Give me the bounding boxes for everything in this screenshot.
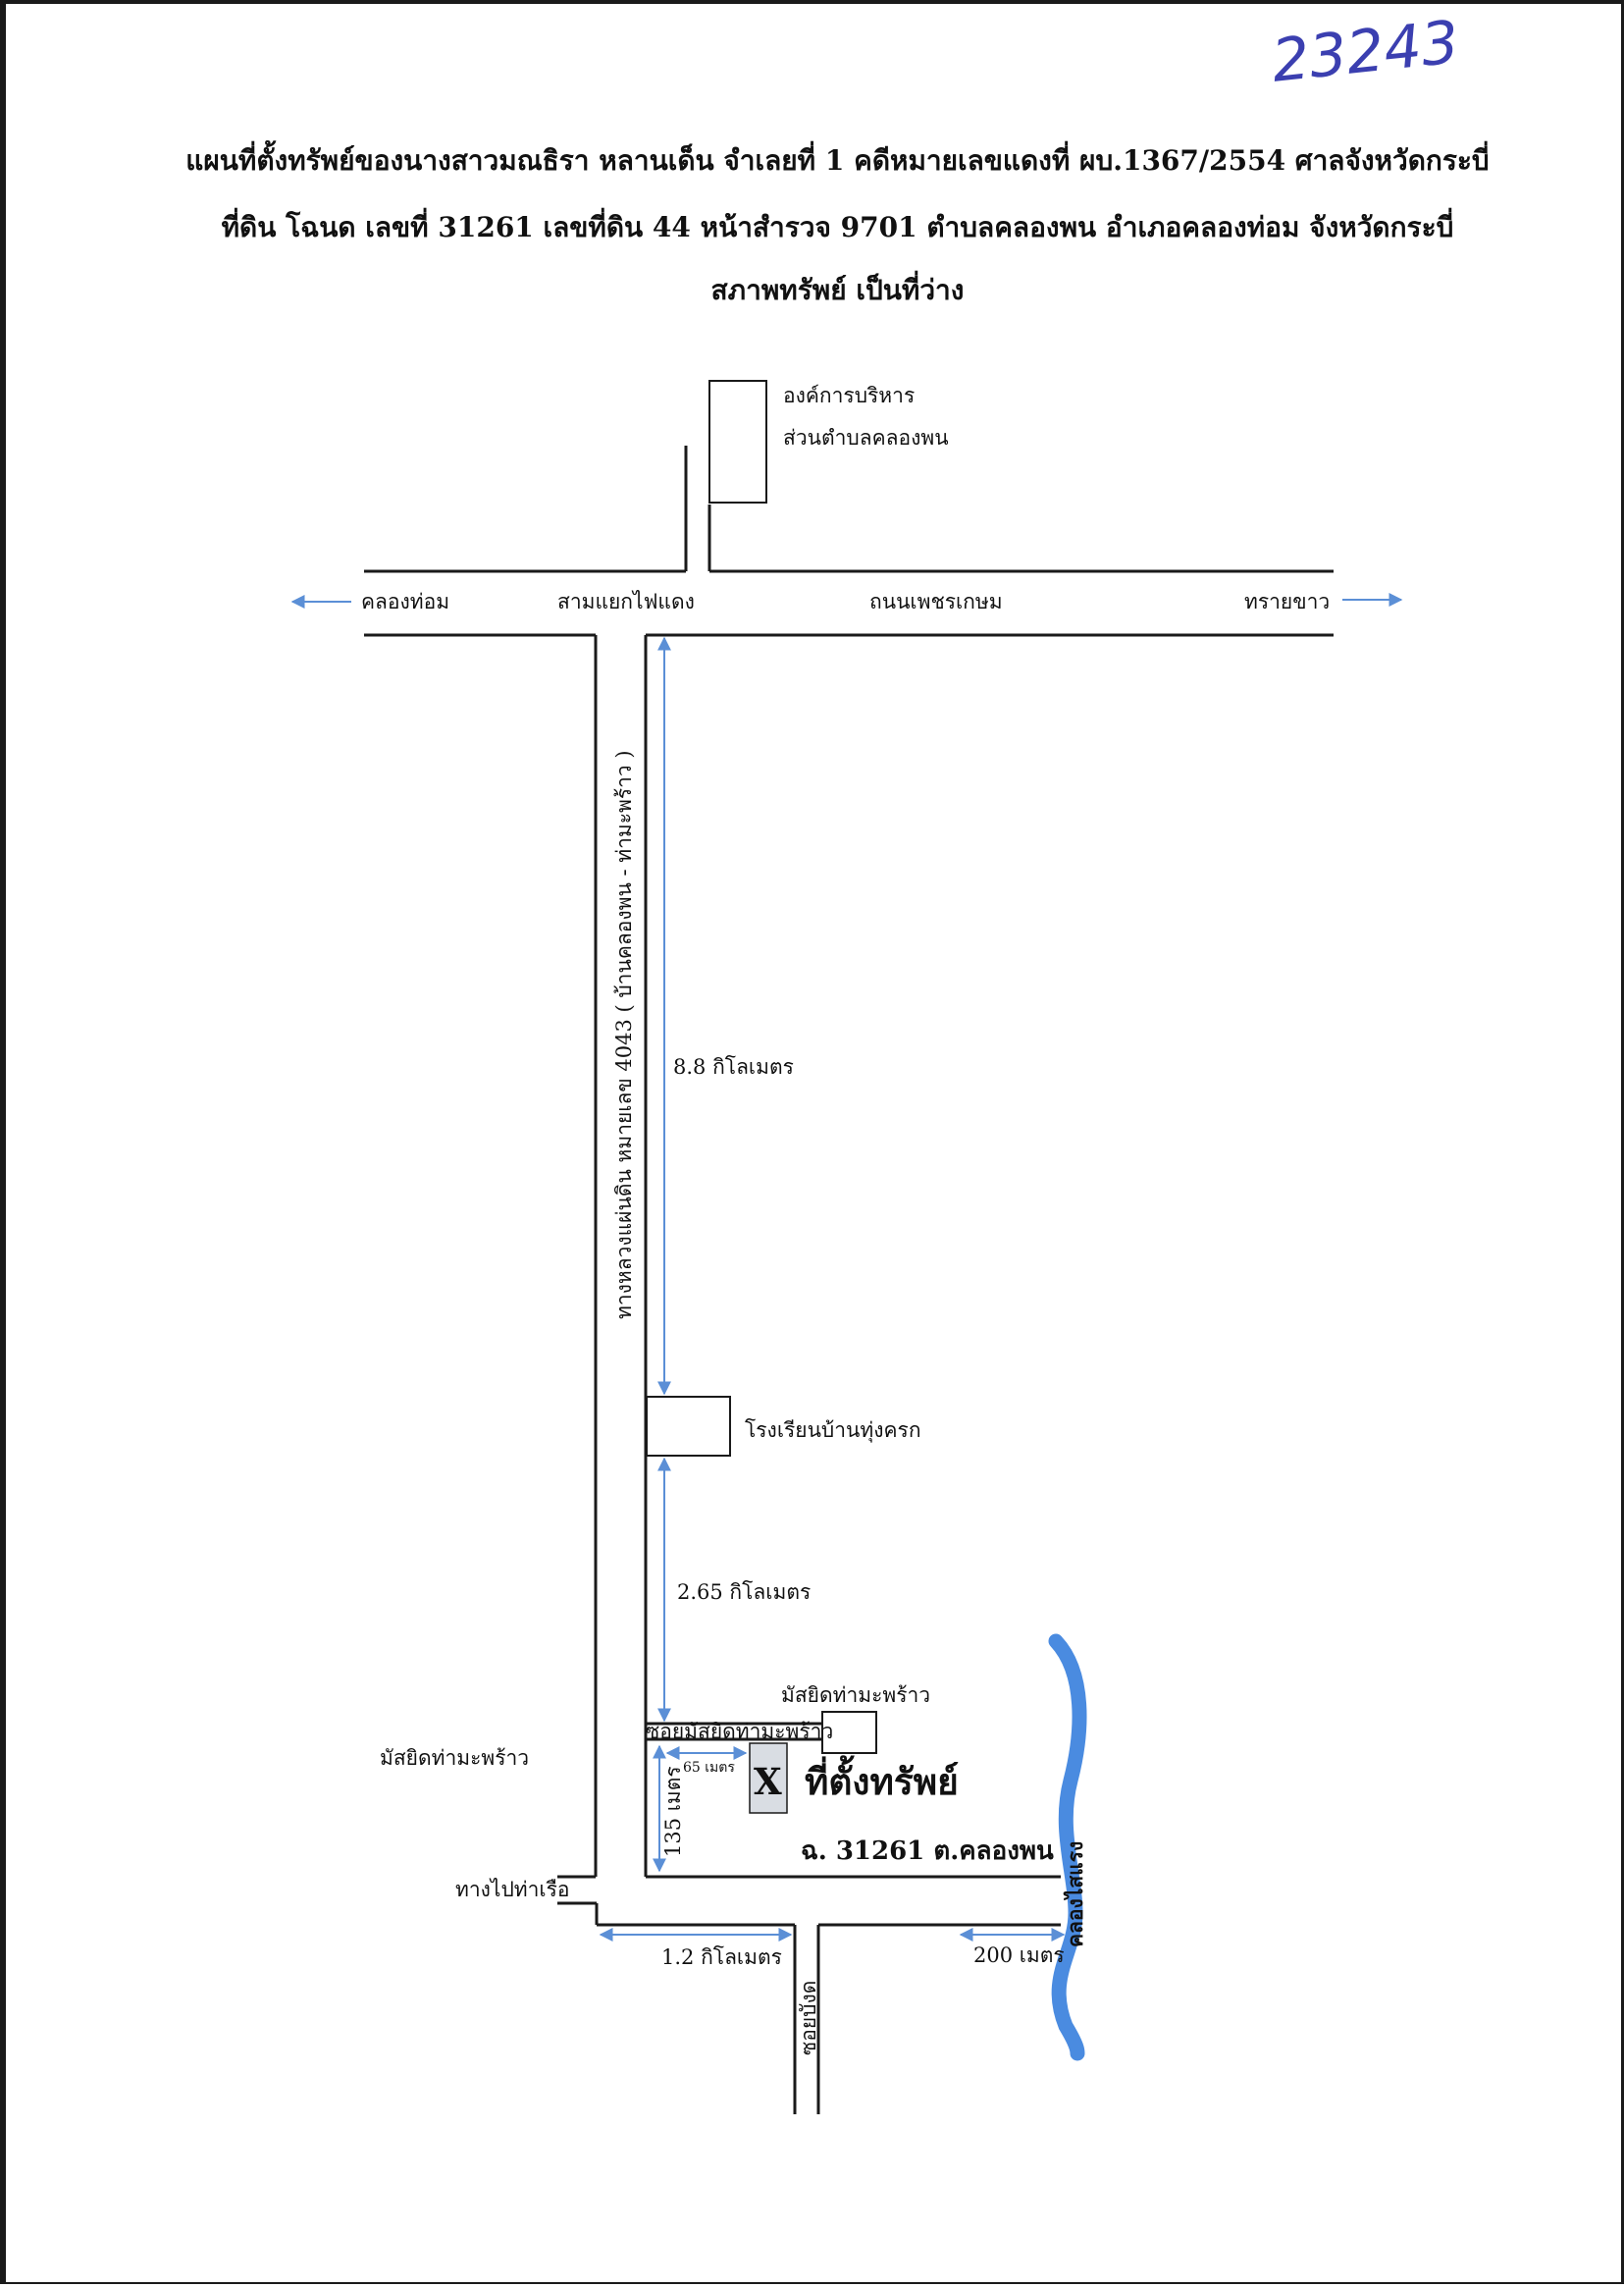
label-distance-65m: 65 เมตร bbox=[683, 1760, 735, 1776]
label-distance-135m: 135 เมตร bbox=[661, 1766, 685, 1857]
school-building-box bbox=[646, 1396, 731, 1457]
label-org-line2: ส่วนตำบลคลองพน bbox=[783, 426, 949, 450]
label-main-road: ถนนเพชรเกษม bbox=[869, 590, 1003, 613]
property-box bbox=[749, 1742, 788, 1814]
label-distance-2-65km: 2.65 กิโลเมตร bbox=[677, 1580, 811, 1604]
label-distance-1-2km: 1.2 กิโลเมตร bbox=[661, 1945, 782, 1969]
mosque-building-box bbox=[821, 1711, 877, 1754]
road-lines bbox=[364, 446, 1334, 2114]
header-line-2: ที่ดิน โฉนด เลขที่ 31261 เลขที่ดิน 44 หน… bbox=[221, 211, 1454, 243]
label-soi-bottom: ซอยบังด bbox=[797, 1981, 820, 2055]
header-line-3: สภาพทรัพย์ เป็นที่ว่าง bbox=[710, 274, 965, 306]
label-mosque-right: มัสยิดท่ามะพร้าว bbox=[781, 1683, 930, 1707]
label-junction: สามแยกไฟแดง bbox=[557, 590, 695, 613]
label-to-pier: ทางไปท่าเรือ bbox=[455, 1878, 569, 1901]
property-x-mark: X bbox=[754, 1760, 782, 1803]
location-map: องค์การบริหาร ส่วนตำบลคลองพน คลองท่อม สา… bbox=[290, 380, 1403, 2114]
label-soi-mosque: ซอยมัสยิดท่ามะพร้าว bbox=[646, 1720, 833, 1743]
label-canal: คลองไสแรง bbox=[1063, 1841, 1087, 1947]
label-sai-khao: ทรายขาว bbox=[1244, 590, 1330, 613]
header-line-1: แผนที่ตั้งทรัพย์ของนางสาวมณธิรา หลานเด็น… bbox=[185, 144, 1490, 177]
label-property: ที่ตั้งทรัพย์ bbox=[805, 1755, 959, 1803]
label-deed: ฉ. 31261 ต.คลองพน bbox=[801, 1836, 1054, 1866]
distance-arrows bbox=[599, 636, 1066, 1942]
label-school: โรงเรียนบ้านทุ่งครก bbox=[745, 1418, 921, 1443]
direction-arrows bbox=[290, 593, 1403, 609]
label-mosque-left: มัสยิดท่ามะพร้าว bbox=[380, 1746, 529, 1770]
canal-khlong-sai-raeng bbox=[1048, 1633, 1087, 2061]
org-building-box bbox=[708, 380, 767, 504]
label-khlong-thom: คลองท่อม bbox=[361, 590, 449, 613]
label-org-line1: องค์การบริหาร bbox=[783, 384, 915, 407]
label-highway-4043: ทางหลวงแผ่นดิน หมายเลข 4043 ( บ้านคลองพน… bbox=[612, 750, 636, 1319]
label-distance-8-8km: 8.8 กิโลเมตร bbox=[673, 1055, 794, 1079]
label-distance-200m: 200 เมตร bbox=[973, 1943, 1065, 1967]
